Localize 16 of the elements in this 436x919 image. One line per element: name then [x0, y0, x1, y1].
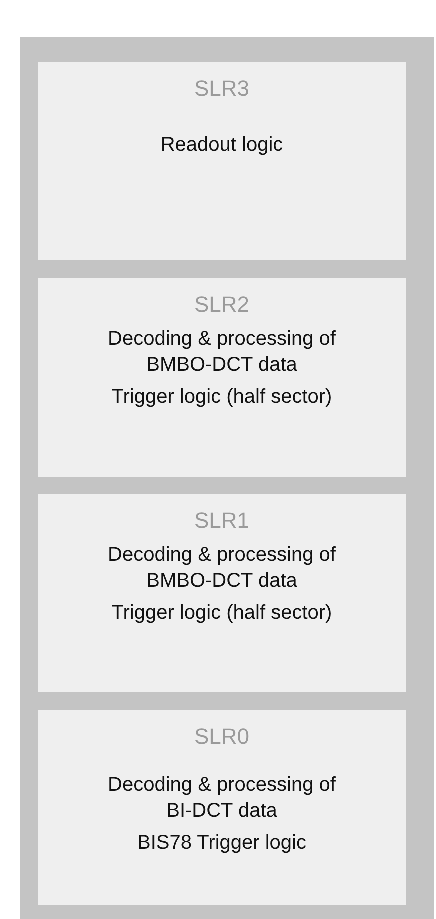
description-text: Trigger logic (half sector): [110, 385, 334, 410]
region-heading: SLR2: [194, 292, 250, 318]
description-text: Decoding & processing of BMBO-DCT data: [107, 543, 337, 594]
description-text: Decoding & processing of BMBO-DCT data: [107, 327, 337, 378]
description-text: Readout logic: [160, 133, 284, 158]
region-heading: SLR3: [194, 76, 250, 102]
region-panel: [38, 494, 406, 692]
description-text: BIS78 Trigger logic: [136, 831, 308, 856]
region-panel: [38, 710, 406, 905]
description-text: Trigger logic (half sector): [110, 601, 334, 626]
region-heading: SLR0: [194, 724, 250, 750]
region-heading: SLR1: [194, 508, 250, 534]
region-panel: [38, 62, 406, 260]
description-text: Decoding & processing of BI-DCT data: [107, 773, 337, 824]
region-panel: [38, 278, 406, 477]
device-outline: [20, 37, 434, 919]
